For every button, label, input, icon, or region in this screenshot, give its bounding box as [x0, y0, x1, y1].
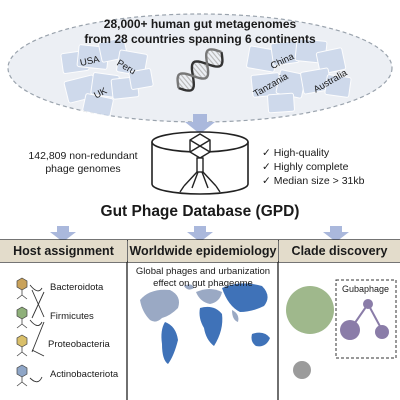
epidemiology-caption-line-2: effect on gut phageome: [153, 278, 253, 289]
host-phage-icon: [16, 306, 28, 329]
arrows-to-panels: [50, 226, 349, 242]
clade-graphics: [286, 279, 397, 379]
check-label: High-quality: [273, 147, 330, 159]
clade-large-circle: [286, 286, 334, 334]
host-firmicutes: Firmicutes: [50, 311, 94, 322]
tiles-right: [246, 38, 352, 114]
tiles-left: [60, 37, 154, 117]
genome-count-line-2: phage genomes: [45, 163, 121, 175]
database-name: Gut Phage Database (GPD): [100, 203, 300, 220]
host-actinobacteriota: Actinobacteriota: [50, 369, 119, 380]
host-phage-icons: [16, 277, 28, 387]
arrow-to-database: [185, 114, 215, 134]
epidemiology-caption: Global phages and urbanization effect on…: [128, 266, 278, 290]
genome-count-line-1: 142,809 non-redundant: [28, 150, 138, 162]
clade-node-left: [340, 320, 360, 340]
dna-rung: [205, 55, 216, 67]
check-item: ✓ Highly complete: [262, 160, 364, 174]
epidemiology-caption-line-1: Global phages and urbanization: [135, 266, 271, 277]
dna-rung: [184, 73, 195, 85]
genome-count: 142,809 non-redundant phage genomes: [18, 150, 148, 176]
check-label: Median size > 31kb: [273, 175, 365, 187]
dna-rung: [209, 49, 223, 64]
host-phage-icon: [16, 277, 28, 300]
gubaphage-label: Gubaphage: [342, 284, 390, 294]
check-icon: ✓: [262, 147, 274, 159]
host-phage-icon: [16, 364, 28, 387]
dna-rung: [193, 61, 207, 79]
check-item: ✓ Median size > 31kb: [262, 174, 364, 188]
world-map: [140, 283, 270, 364]
panel-title-clade: Clade discovery: [279, 240, 400, 262]
host-proteobacteria: Proteobacteria: [48, 339, 110, 350]
host-bacteroidota: Bacteroidota: [50, 282, 104, 293]
dna-helix-icon: [176, 48, 224, 92]
gubaphage-box: [335, 279, 397, 359]
dna-rung: [177, 76, 191, 91]
host-arrows: [29, 284, 45, 383]
dna-rung: [179, 73, 194, 90]
quality-checklist: ✓ High-quality ✓ Highly complete ✓ Media…: [262, 146, 364, 188]
check-item: ✓ High-quality: [262, 146, 364, 160]
dna-rung: [196, 60, 209, 75]
dna-strand: [176, 48, 222, 89]
check-icon: ✓: [262, 175, 274, 187]
clade-grey-circle: [293, 361, 311, 379]
phage-icon: [179, 133, 221, 193]
check-label: Highly complete: [273, 161, 349, 173]
dna-strand: [178, 51, 224, 92]
host-phage-icon: [16, 334, 28, 357]
clade-node-right: [375, 325, 389, 339]
header-line-2: from 28 countries spanning 6 continents: [84, 32, 316, 46]
panel-title-host: Host assignment: [0, 240, 127, 262]
check-icon: ✓: [262, 161, 274, 173]
dna-rung: [206, 50, 221, 67]
clade-node-top: [363, 299, 373, 309]
header-line-1: 28,000+ human gut metagenomes: [103, 17, 297, 31]
dna-rung: [191, 65, 204, 80]
panel-title-epidemiology: Worldwide epidemiology: [128, 240, 278, 262]
